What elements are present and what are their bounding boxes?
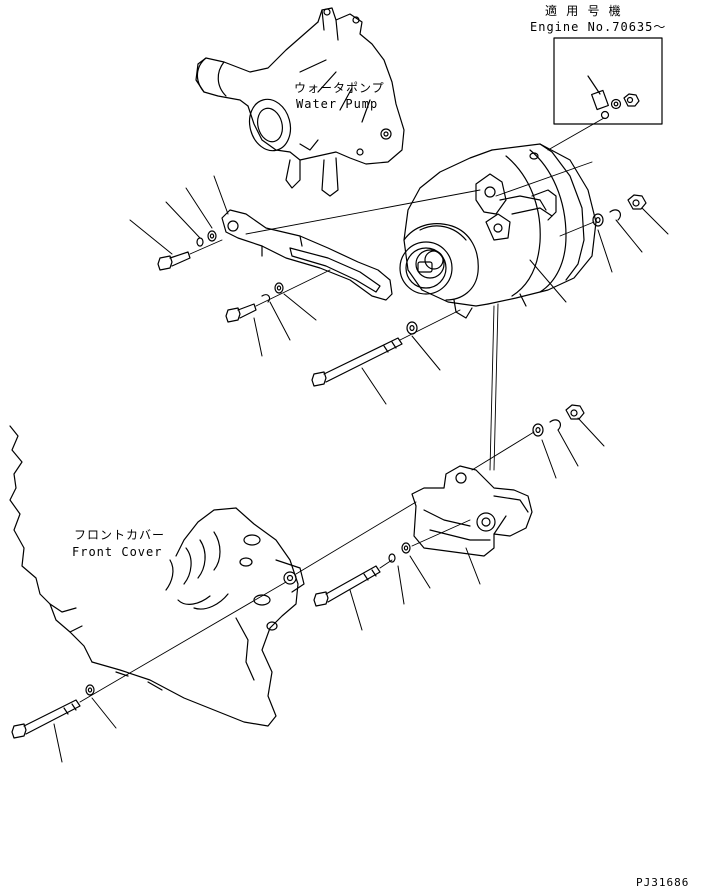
alternator <box>399 143 597 319</box>
front-cover-label-en: Front Cover <box>72 545 163 559</box>
engine-number-label: Engine No.70635～ <box>530 20 667 34</box>
applicability-inset <box>553 37 663 125</box>
front-cover-label-jp: フロントカバー <box>74 528 166 542</box>
callout-leaders <box>53 175 669 763</box>
applicable-machine-label-jp: 適 用 号 機 <box>545 4 622 18</box>
bolts <box>11 251 403 739</box>
figure-code: PJ31686 <box>636 876 690 889</box>
water-pump-label-jp: ウォータポンプ <box>294 81 385 95</box>
mounting-bracket <box>411 465 533 557</box>
water-pump <box>195 7 405 197</box>
washers-and-nuts <box>85 194 647 696</box>
water-pump-label-en: Water Pump <box>296 97 379 111</box>
adjusting-bracket <box>221 209 393 301</box>
assembly-lines <box>79 117 605 703</box>
front-cover <box>9 425 305 727</box>
